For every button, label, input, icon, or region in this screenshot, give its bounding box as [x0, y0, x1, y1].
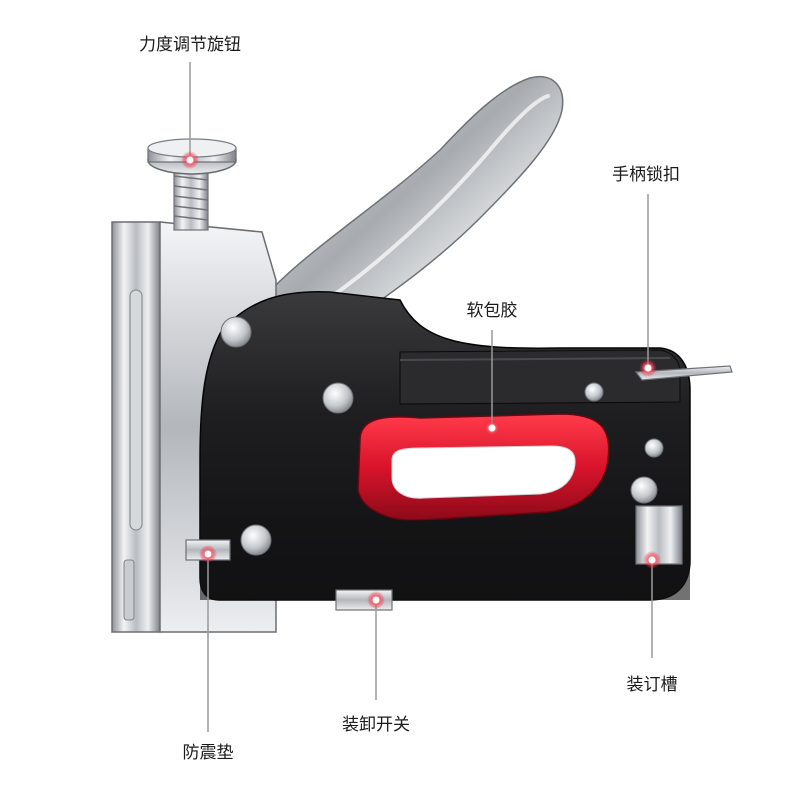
label-staple-slot: 装订槽 — [627, 675, 678, 695]
handle-lock-wire — [634, 365, 733, 381]
label-shock-pad: 防震垫 — [183, 743, 234, 763]
label-release-switch: 装卸开关 — [342, 715, 410, 735]
rear-screw-3 — [630, 476, 658, 504]
label-handle-lock: 手柄锁扣 — [612, 165, 680, 185]
label-soft-grip: 软包胶 — [467, 301, 518, 321]
stapler-illustration — [111, 75, 733, 633]
front-lower-screw — [240, 524, 272, 556]
rear-screw-1 — [584, 382, 604, 402]
pivot-screw-upper — [220, 316, 252, 348]
pivot-screw-mid — [322, 382, 354, 414]
leader-lines — [189, 62, 653, 732]
label-adjust-knob: 力度调节旋钮 — [139, 35, 241, 55]
callout-labels: 力度调节旋钮 手柄锁扣 软包胶 装订槽 装卸开关 防震垫 — [139, 35, 680, 763]
indicator-dots — [181, 151, 661, 609]
rear-screw-2 — [644, 438, 664, 458]
